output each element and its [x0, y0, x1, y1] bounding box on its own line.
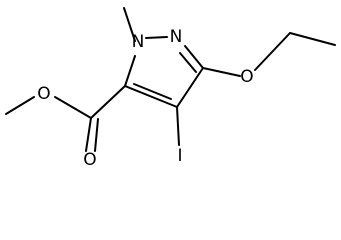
atom-labels: N N O O O I — [37, 27, 253, 170]
atom-n2-label: N — [170, 27, 183, 47]
bond-c4-c5-a — [124, 85, 178, 108]
atom-oxygen-carbonyl-label: O — [83, 150, 96, 170]
atom-oxygen-ester-label: O — [37, 84, 50, 104]
bond-n2-c3-b — [179, 52, 197, 73]
bond-c4-c5-b — [133, 83, 172, 100]
bond-ccarbonyl-ocarbonyl-a — [85, 117, 92, 152]
bonds — [5, 7, 336, 152]
bond-ch2-ch3 — [289, 32, 336, 46]
atom-iodine-label: I — [177, 146, 182, 166]
bond-c5-n1 — [124, 55, 136, 87]
bond-ccarbonyl-oester — [54, 96, 92, 119]
bond-oether-ch2 — [254, 32, 291, 71]
atom-oxygen-ether-label: O — [240, 67, 253, 87]
bond-oester-methyl — [5, 96, 35, 115]
bond-c3-oether — [202, 67, 241, 77]
chemical-structure: N N O O O I — [5, 7, 336, 170]
atom-n1-label: N — [132, 32, 145, 52]
bond-c4-iodine — [176, 106, 180, 146]
bond-n2-c3-a — [184, 45, 204, 69]
bond-c3-c4 — [176, 67, 204, 108]
bond-ccarbonyl-ocarbonyl-b — [94, 118, 99, 152]
bond-c5-ccarbonyl — [90, 85, 126, 119]
bond-n1-methyl — [123, 7, 136, 42]
bond-n1-n2 — [145, 36, 168, 39]
